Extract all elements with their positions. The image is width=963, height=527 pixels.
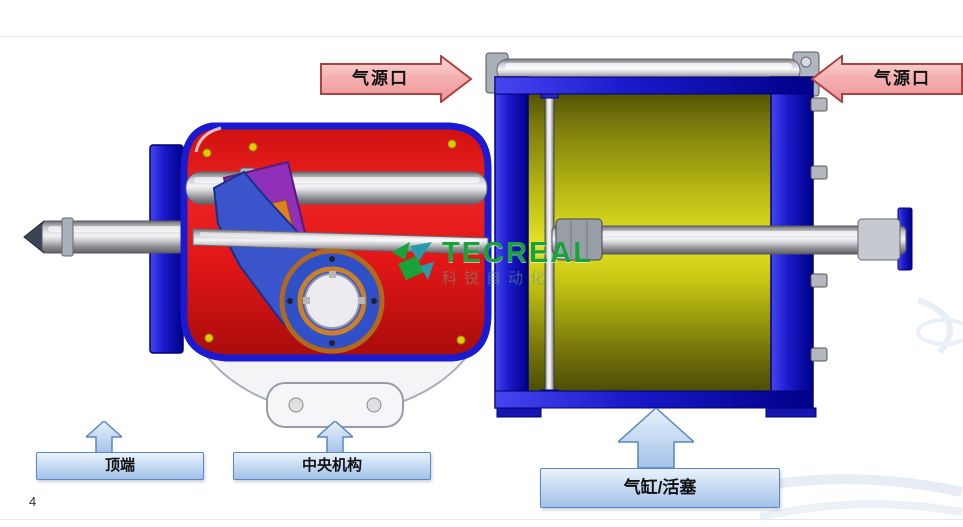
callout-air-port-left: 气源口: [320, 55, 472, 103]
air-port-right-label: 气源口: [874, 69, 931, 88]
right-shaft: [551, 207, 913, 271]
shaft-hex-nut: [555, 218, 603, 261]
frame-bolts: [810, 97, 828, 362]
label-cylinder-piston: 气缸/活塞: [540, 468, 780, 508]
slide-bottom-border: [0, 519, 963, 520]
top-end-arrow-icon: [86, 421, 122, 453]
frame-bottom-beam: [494, 390, 814, 409]
label-top-end: 顶端: [36, 452, 204, 480]
cylinder-piston-arrow-icon: [618, 408, 694, 468]
central-mechanism-arrow-icon: [317, 421, 353, 453]
slide-top-border: [0, 36, 963, 37]
frame-left-column: [494, 76, 529, 409]
label-central-mechanism: 中央机构: [233, 452, 431, 480]
body-screws: [202, 139, 466, 345]
callout-air-port-right: 气源口: [811, 55, 963, 103]
bearing-ring: [279, 248, 385, 354]
right-arrow-callout-shape: [320, 55, 472, 103]
left-arrow-callout-shape: [811, 55, 963, 103]
actuator-body-assembly: [23, 122, 492, 428]
air-port-left-label: 气源口: [352, 69, 409, 88]
page-number: 4: [29, 494, 37, 509]
left-shaft: [23, 217, 193, 257]
shaft-coupling: [857, 218, 901, 261]
frame-top-beam: [494, 76, 814, 95]
